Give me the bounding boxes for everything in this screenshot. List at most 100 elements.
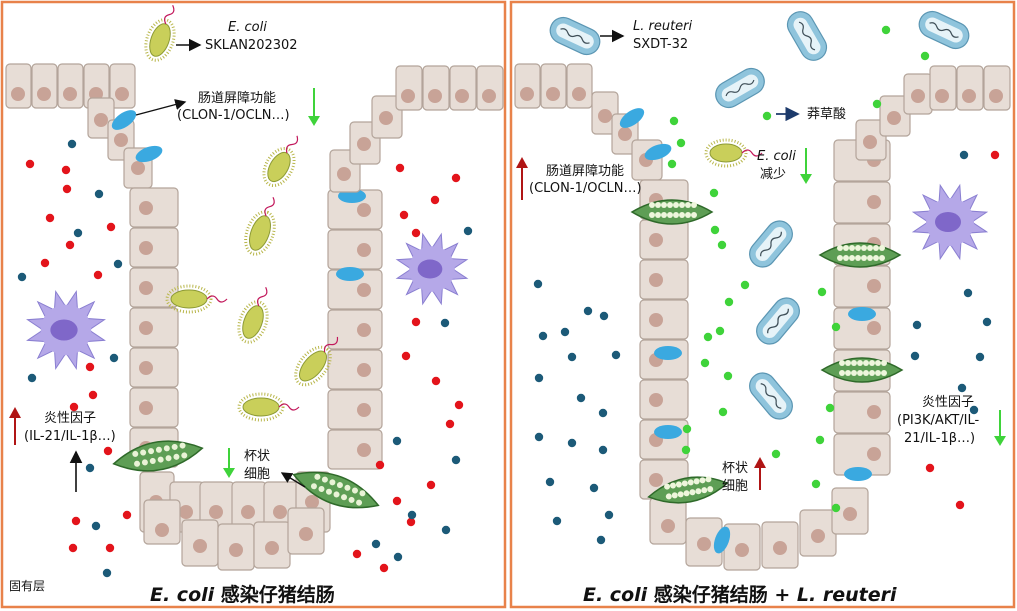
mucin-granule (165, 455, 172, 462)
cell-nucleus (428, 89, 442, 103)
dc-nucleus (50, 319, 78, 341)
red-dot (454, 400, 464, 410)
epithelial-cell (831, 487, 869, 535)
mucin-granule (671, 492, 678, 499)
mucin-granule (861, 255, 867, 261)
mucin-granule (849, 245, 855, 251)
mucin-granule (344, 484, 351, 491)
red-dot (955, 500, 965, 510)
epithelial-cell (327, 269, 383, 310)
lreuteri-bacterium (749, 372, 793, 420)
mucin-granule (141, 459, 148, 466)
red-dot (430, 195, 440, 205)
epithelial-cell (566, 63, 593, 109)
dendritic-cell (395, 232, 469, 306)
cell-nucleus (649, 273, 663, 287)
epithelial-cell (476, 65, 504, 111)
mucin-granule (679, 202, 685, 208)
mucin-granule (661, 202, 667, 208)
tight-junction (644, 143, 672, 161)
epithelial-cell (983, 65, 1011, 111)
lreuteri-bacterium (715, 67, 765, 109)
green-dot (709, 188, 719, 198)
mucin-granule (707, 486, 714, 493)
green-dot (669, 116, 679, 126)
red-dot (401, 351, 411, 361)
epithelial-cell (761, 521, 799, 569)
cell-nucleus (867, 279, 881, 293)
cell-nucleus (265, 541, 279, 555)
mucin-granule (687, 479, 694, 486)
red-dot (445, 419, 455, 429)
cell-nucleus (401, 89, 415, 103)
epithelial-cell (143, 499, 181, 545)
mucin-granule (869, 360, 875, 366)
epithelial-cell (649, 497, 687, 545)
left-epithelium (5, 63, 504, 571)
mucin-granule (675, 481, 682, 488)
red-dot (395, 163, 405, 173)
blue-dot (598, 445, 608, 455)
red-dot (426, 480, 436, 490)
green-dot (817, 287, 827, 297)
mucin-granule (879, 245, 885, 251)
blue-dot (596, 535, 606, 545)
epithelial-cell (31, 63, 58, 109)
epithelial-cell (879, 95, 911, 137)
blue-dot (959, 150, 969, 160)
right-title-mid: 感染仔猪结肠 + (647, 584, 797, 606)
mucin-granule (356, 499, 363, 506)
mucin-granule (649, 202, 655, 208)
red-dot (925, 463, 935, 473)
r-goblet-line1: 杯状 (722, 461, 749, 476)
cell-nucleus (305, 495, 319, 509)
epithelial-cell (929, 65, 957, 111)
red-dot (62, 184, 72, 194)
cell-nucleus (661, 519, 675, 533)
blue-dot (963, 288, 973, 298)
dc-nucleus (935, 212, 961, 232)
mucin-granule (685, 202, 691, 208)
mucin-granule (649, 212, 655, 218)
right-panel-frame (509, 0, 1016, 609)
cell-nucleus (209, 505, 223, 519)
red-dot (411, 228, 421, 238)
green-dot (762, 111, 772, 121)
blue-dot (975, 352, 985, 362)
blue-dot (102, 568, 112, 578)
mucin-granule (673, 202, 679, 208)
green-dot (872, 99, 882, 109)
mucin-granule (695, 488, 702, 495)
epithelial-cell (327, 309, 383, 350)
r-barrier-line1: 肠道屏障功能 (546, 164, 625, 179)
blue-dot (94, 189, 104, 199)
mucin-granule (673, 212, 679, 218)
cell-nucleus (337, 167, 351, 181)
mucin-granule (837, 245, 843, 251)
blue-dot (393, 552, 403, 562)
mucin-granule (181, 452, 188, 459)
mucin-granule (661, 212, 667, 218)
blue-dot (583, 306, 593, 316)
red-dot (68, 543, 78, 553)
blue-dot (109, 353, 119, 363)
blue-dot (534, 373, 544, 383)
r-inflammatory-line3: 21/IL-1β…) (904, 431, 976, 446)
goblet-cell (112, 440, 204, 472)
inflammatory-line1: 炎性因子 (44, 411, 97, 426)
inflammatory-line2: (IL-21/IL-1β…) (24, 429, 116, 444)
epithelial-cell (639, 259, 689, 300)
blue-dot (441, 525, 451, 535)
green-dot (700, 358, 710, 368)
mucin-granule (173, 453, 180, 460)
cell-nucleus (843, 507, 857, 521)
epithelial-cell (327, 349, 383, 390)
blue-dot (576, 393, 586, 403)
red-dot (106, 222, 116, 232)
epithelial-cell (833, 265, 891, 308)
tight-junction (111, 110, 137, 130)
cell-nucleus (193, 539, 207, 553)
mucin-granule (341, 494, 348, 501)
mucin-granule (879, 255, 885, 261)
green-dot (831, 322, 841, 332)
